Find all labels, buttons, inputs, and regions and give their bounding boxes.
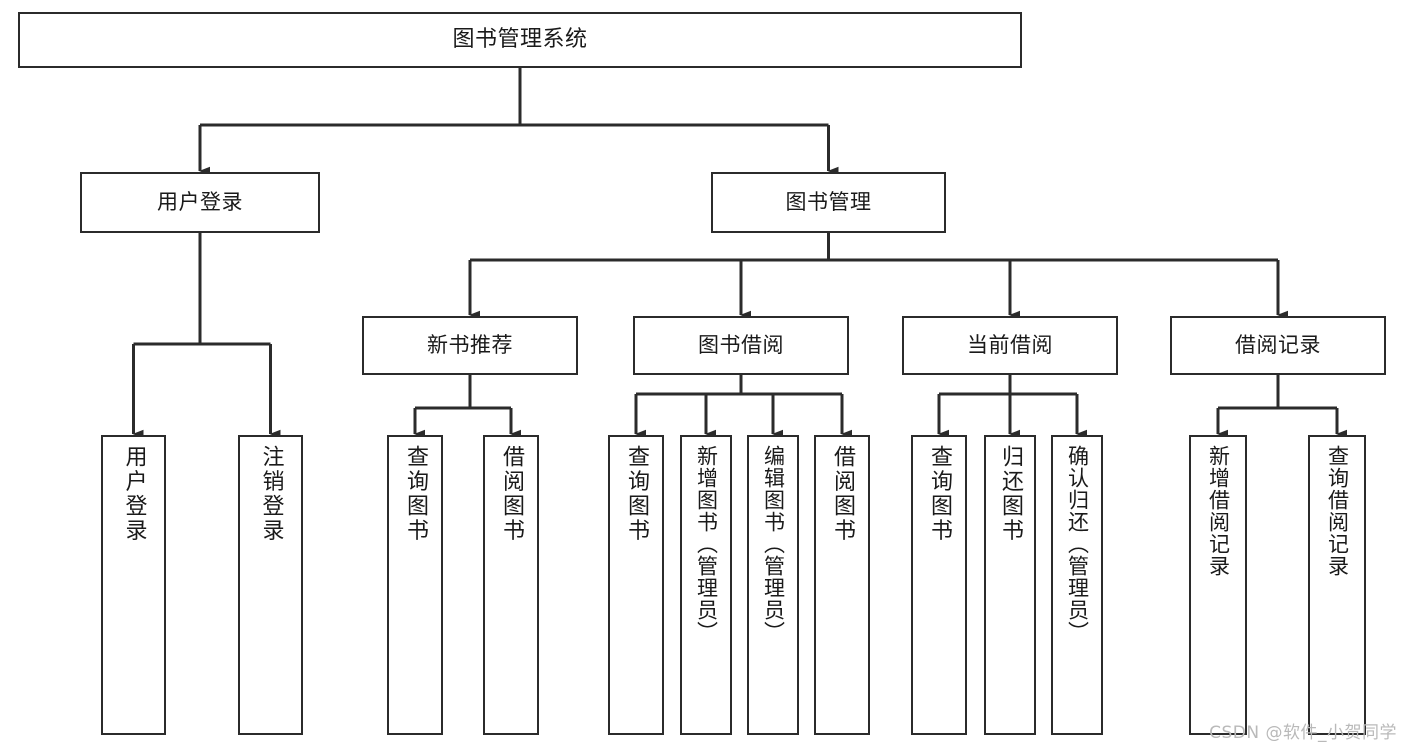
node-label-leaf-borrow-book-1: 借阅图书 [499,445,524,543]
node-leaf-query-book-3[interactable]: 查询图书 [911,435,967,735]
node-label-new-book-rec: 新书推荐 [427,333,513,358]
node-label-leaf-query-book-2: 查询图书 [624,445,649,543]
node-leaf-edit-book[interactable]: 编辑图书（管理员） [747,435,799,735]
node-label-leaf-return-book: 归还图书 [998,445,1023,543]
node-label-book-borrow: 图书借阅 [698,333,784,358]
node-label-book-manage: 图书管理 [785,190,872,215]
node-label-leaf-user-login: 用户登录 [121,445,147,543]
node-root[interactable]: 图书管理系统 [18,12,1022,68]
node-leaf-borrow-book-1[interactable]: 借阅图书 [483,435,539,735]
node-leaf-confirm-return[interactable]: 确认归还（管理员） [1051,435,1103,735]
node-leaf-query-record[interactable]: 查询借阅记录 [1308,435,1366,735]
node-leaf-logout[interactable]: 注销登录 [238,435,303,735]
node-label-leaf-query-record: 查询借阅记录 [1325,445,1350,577]
node-current-borrow[interactable]: 当前借阅 [902,316,1118,375]
node-label-root: 图书管理系统 [452,27,588,53]
node-user-login[interactable]: 用户登录 [80,172,320,233]
node-book-manage[interactable]: 图书管理 [711,172,946,233]
watermark-text: CSDN @软件_小贺同学 [1209,723,1397,743]
node-leaf-query-book-2[interactable]: 查询图书 [608,435,664,735]
node-leaf-user-login[interactable]: 用户登录 [101,435,166,735]
node-label-leaf-query-book-1: 查询图书 [403,445,428,543]
node-label-leaf-edit-book: 编辑图书（管理员） [761,445,786,643]
node-leaf-borrow-book-2[interactable]: 借阅图书 [814,435,870,735]
node-label-leaf-add-book: 新增图书（管理员） [694,445,719,643]
node-label-leaf-logout: 注销登录 [258,445,284,543]
node-label-leaf-query-book-3: 查询图书 [927,445,952,543]
node-leaf-add-book[interactable]: 新增图书（管理员） [680,435,732,735]
node-borrow-record[interactable]: 借阅记录 [1170,316,1386,375]
node-label-leaf-confirm-return: 确认归还（管理员） [1065,445,1090,643]
node-leaf-add-record[interactable]: 新增借阅记录 [1189,435,1247,735]
node-book-borrow[interactable]: 图书借阅 [633,316,849,375]
node-label-borrow-record: 借阅记录 [1235,333,1321,358]
node-leaf-query-book-1[interactable]: 查询图书 [387,435,443,735]
node-label-leaf-borrow-book-2: 借阅图书 [830,445,855,543]
node-label-user-login: 用户登录 [157,190,243,215]
node-leaf-return-book[interactable]: 归还图书 [984,435,1036,735]
node-label-leaf-add-record: 新增借阅记录 [1206,445,1231,577]
node-label-current-borrow: 当前借阅 [967,333,1053,358]
node-new-book-rec[interactable]: 新书推荐 [362,316,578,375]
